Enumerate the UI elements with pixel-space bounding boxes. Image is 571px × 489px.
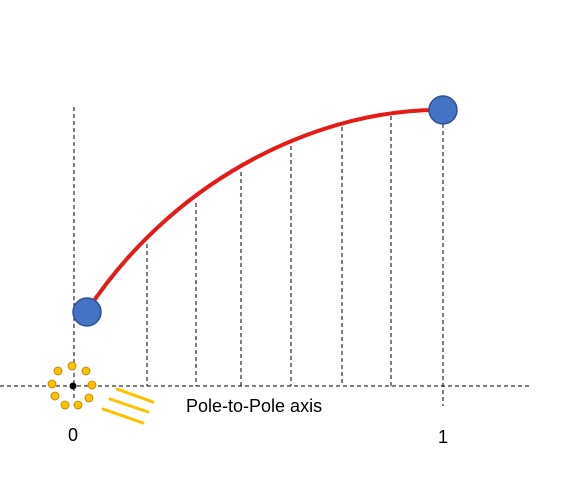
trajectory-curve — [85, 107, 445, 313]
vertical-guides — [73, 107, 444, 406]
axis-label: Pole-to-Pole axis — [186, 396, 322, 416]
sun-icon — [47, 361, 97, 410]
tick-label-end: 1 — [438, 427, 448, 447]
tick-label-start: 0 — [68, 425, 78, 445]
sun-rays-icon — [101, 387, 155, 425]
end-node — [428, 95, 458, 125]
start-node — [72, 297, 102, 327]
